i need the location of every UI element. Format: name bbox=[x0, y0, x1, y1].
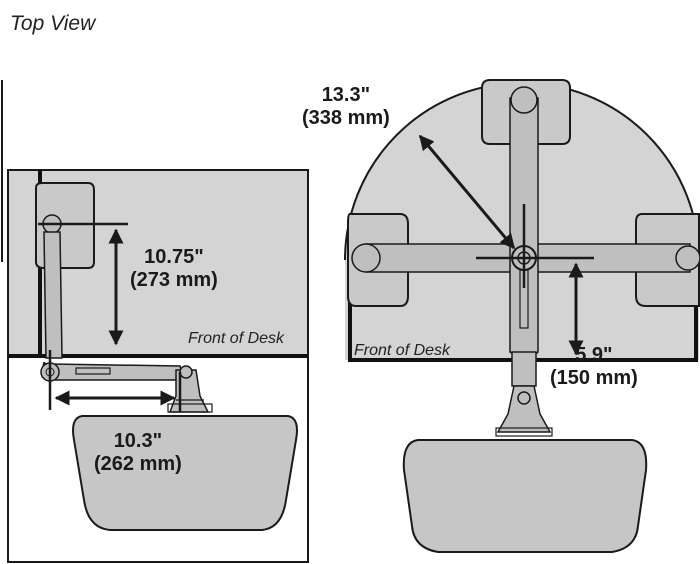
left-vertical-arm bbox=[43, 231, 63, 359]
left-arm-slot bbox=[75, 367, 111, 375]
right-radius-label: 13.3" (338 mm) bbox=[302, 84, 390, 130]
left-front-of-desk-label: Front of Desk bbox=[188, 330, 285, 347]
right-diagram bbox=[344, 79, 700, 553]
right-bar-left-pivot bbox=[351, 243, 381, 273]
left-reach-millimeters: (262 mm) bbox=[94, 453, 182, 475]
left-frame bbox=[7, 169, 309, 563]
right-front-of-desk-label: Front of Desk bbox=[354, 342, 451, 359]
right-bar-right-pivot bbox=[675, 245, 700, 271]
right-radius-millimeters: (338 mm) bbox=[302, 107, 390, 129]
right-tilt-pivot bbox=[517, 391, 531, 405]
left-depth-label: 10.75" (273 mm) bbox=[130, 246, 218, 292]
right-lower-arm bbox=[511, 351, 537, 387]
right-offset-inches: 5.9" bbox=[575, 344, 613, 366]
left-depth-inches: 10.75" bbox=[144, 246, 204, 268]
left-diagram bbox=[1, 80, 309, 563]
right-keyboard-tray bbox=[402, 439, 648, 553]
view-title: Top View bbox=[10, 12, 96, 35]
left-depth-millimeters: (273 mm) bbox=[130, 269, 218, 291]
left-reach-label: 10.3" (262 mm) bbox=[94, 430, 182, 476]
left-keyboard-tray bbox=[72, 415, 298, 531]
right-offset-label: 5.9" (150 mm) bbox=[550, 344, 638, 390]
left-reach-inches: 10.3" bbox=[113, 430, 163, 452]
right-radius-inches: 13.3" bbox=[321, 84, 371, 106]
right-tilt-mechanism bbox=[496, 385, 552, 433]
left-horizontal-arm bbox=[41, 361, 185, 381]
right-monitor-pivot bbox=[510, 86, 538, 114]
left-tray-bracket bbox=[167, 403, 213, 413]
right-tray-bracket bbox=[495, 427, 553, 437]
left-tilt-pivot bbox=[179, 365, 193, 379]
right-radius-arrow bbox=[418, 134, 516, 250]
right-offset-millimeters: (150 mm) bbox=[550, 367, 638, 389]
